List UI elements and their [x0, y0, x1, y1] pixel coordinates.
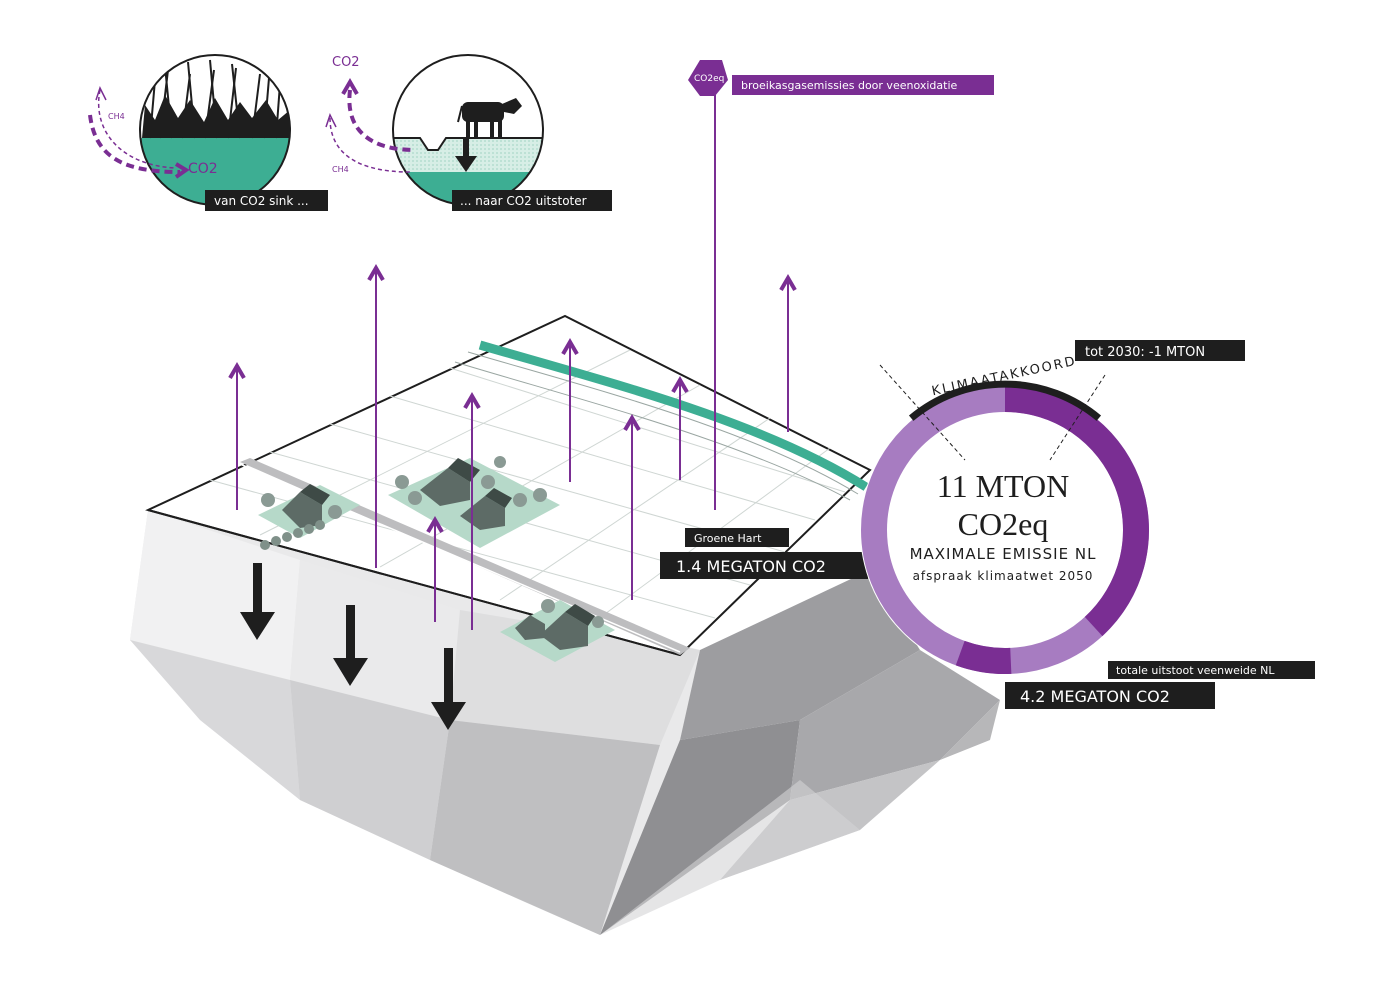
gauge-sub-line2: afspraak klimaatwet 2050	[913, 569, 1094, 583]
emission-arrow	[623, 414, 641, 600]
emission-arrows	[228, 95, 797, 630]
gauge-arc-target-2030	[955, 640, 1012, 674]
target-2030-tag: tot 2030: -1 MTON	[1085, 345, 1205, 360]
emission-arrow	[779, 274, 797, 432]
gauge-sub-line1: MAXIMALE EMISSIE NL	[910, 545, 1097, 563]
region-name: Groene Hart	[694, 532, 762, 545]
subsidence-arrows	[240, 563, 466, 730]
settlement-bottom	[500, 599, 615, 662]
co2eq-badge: CO2eq	[694, 74, 724, 84]
emission-arrow	[463, 392, 481, 630]
co2-label: CO2	[332, 55, 360, 70]
veenweide-value: 4.2 MEGATON CO2	[1020, 687, 1170, 706]
inset-co2-sink: CH4 CO2 van CO2 sink ...	[88, 54, 328, 211]
inset-sink-label: van CO2 sink ...	[214, 194, 309, 208]
gauge-main-line1: 11 MTON	[937, 468, 1069, 504]
gauge-arc-veenweide	[1004, 386, 1149, 637]
emission-arrow	[426, 516, 444, 622]
veenweide-caption: totale uitstoot veenweide NL	[1116, 664, 1275, 677]
emission-arrow	[367, 264, 385, 568]
settlement-left	[258, 484, 360, 550]
gauge-main-line2: CO2eq	[958, 506, 1049, 542]
settlement-center	[388, 456, 560, 548]
emission-tag: CO2eq broeikasgasemissies door veenoxida…	[688, 60, 994, 96]
region-label: Groene Hart 1.4 MEGATON CO2	[660, 528, 868, 579]
cow-icon	[457, 98, 522, 138]
emission-arrow	[228, 362, 246, 510]
emission-arrow	[561, 338, 579, 482]
down-arrow	[333, 605, 368, 686]
co2-label: CO2	[188, 161, 218, 177]
inset-co2-emitter: CO2 CH4 ... naar CO2 uitstoter	[325, 54, 612, 211]
ch4-label: CH4	[108, 112, 125, 121]
region-value: 1.4 MEGATON CO2	[676, 557, 826, 576]
down-arrow	[431, 648, 466, 730]
ch4-label: CH4	[332, 165, 349, 174]
down-arrow	[240, 563, 275, 640]
emission-tag-text: broeikasgasemissies door veenoxidatie	[741, 79, 957, 92]
emission-arrow	[671, 376, 689, 480]
inset-emitter-label: ... naar CO2 uitstoter	[460, 194, 587, 208]
gauge-arc-klimaatakkoord	[908, 380, 1102, 421]
emission-gauge: KLIMAATAKKOORD tot 2030: -1 MTON 11 MTON…	[860, 340, 1315, 709]
